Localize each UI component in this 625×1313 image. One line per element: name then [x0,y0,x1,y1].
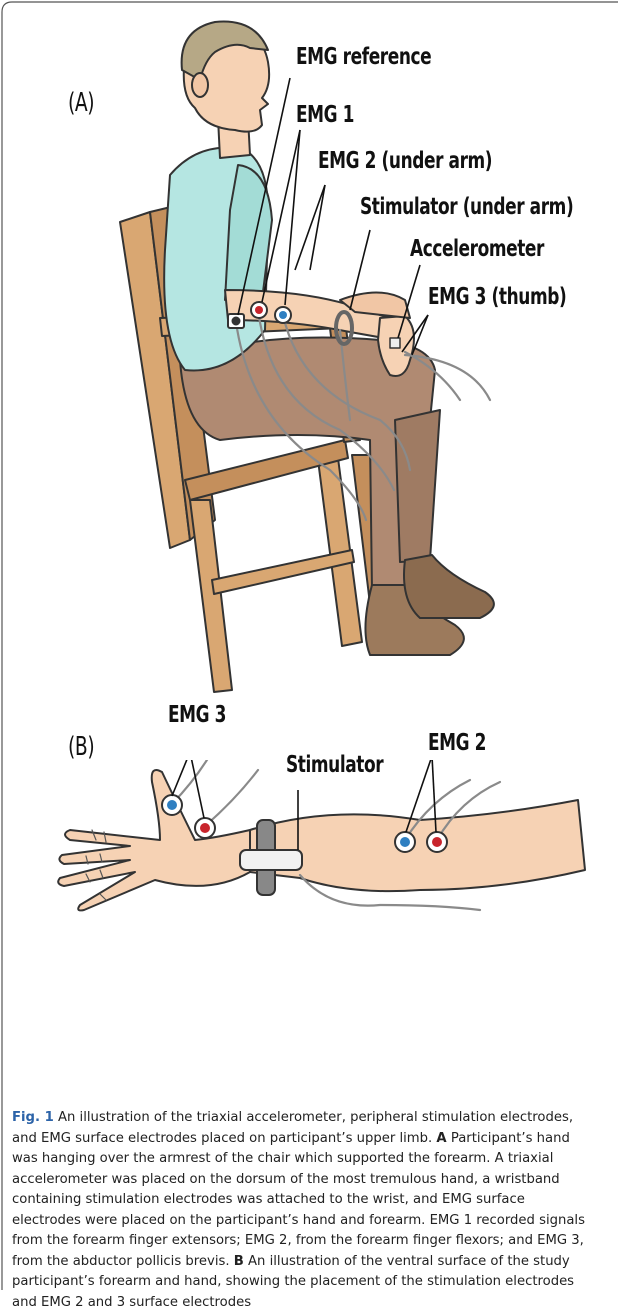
figure-caption: Fig. 1 An illustration of the triaxial a… [12,1108,597,1313]
shoe [404,555,494,618]
emg3-label: EMG 3 [168,702,226,728]
hand [58,770,250,910]
caption-a-label: A [436,1131,446,1146]
emg2-label: EMG 2 [428,730,486,756]
stimulator-label: Stimulator [286,752,383,778]
stimulator-device [240,850,302,870]
emg-reference-label: EMG reference [296,44,431,70]
caption-a-text: Participant’s hand was hanging over the … [12,1131,585,1269]
emg3-label: EMG 3 (thumb) [428,284,566,310]
caption-b-label: B [234,1254,244,1269]
accelerometer-sensor [390,338,400,348]
emg2-label: EMG 2 (under arm) [318,148,492,174]
emg1-label: EMG 1 [296,102,354,128]
panel-a-label: (A) [68,88,94,118]
forearm-hand-illustration [0,760,625,1050]
panel-b-label: (B) [68,732,94,762]
fig-label: Fig. 1 [12,1110,54,1125]
forearm [250,800,585,891]
chair-leg [190,500,232,692]
stimulator-label: Stimulator (under arm) [360,194,573,220]
accelerometer-label: Accelerometer [410,236,544,262]
